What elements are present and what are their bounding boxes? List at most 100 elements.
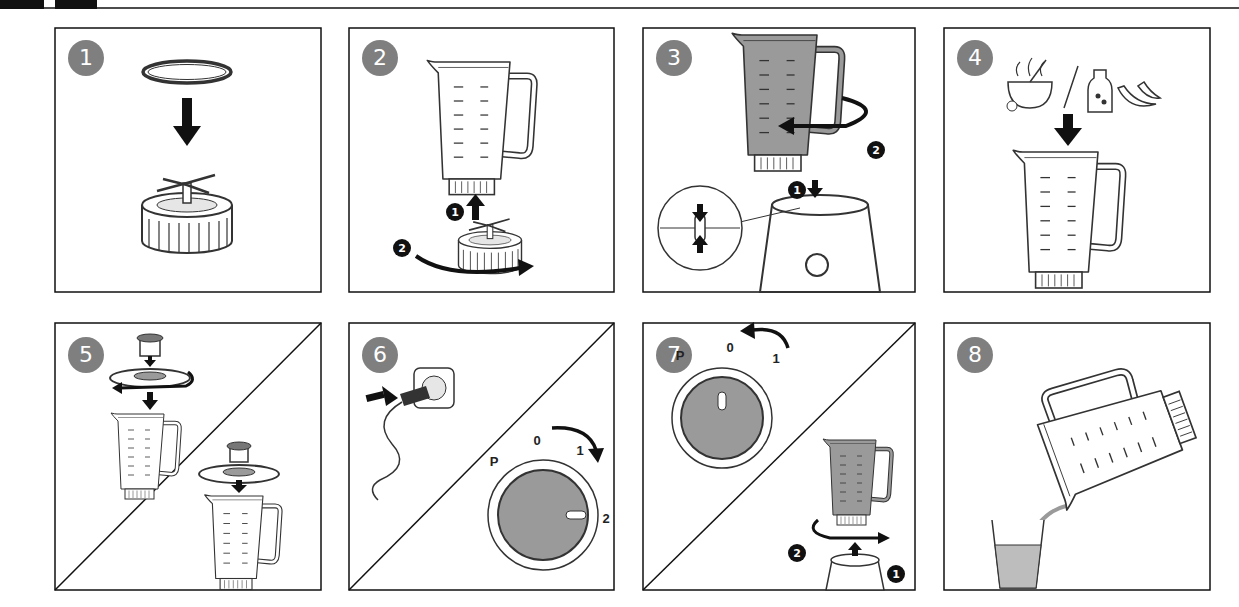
lid-fitting-part xyxy=(137,334,163,342)
pouring-part xyxy=(992,520,1044,588)
gasket-and-blade xyxy=(142,61,232,253)
lid-fitting-part xyxy=(142,400,158,410)
number-text: 8 xyxy=(968,344,982,366)
ingredients-into-jug-part xyxy=(1064,66,1078,108)
pouring-part xyxy=(1027,351,1204,511)
step-number: 5 xyxy=(68,337,104,373)
step-number: 7 xyxy=(656,337,692,373)
plug-and-dial-part xyxy=(552,428,596,450)
panel-frames-part xyxy=(643,323,915,590)
gasket-and-blade-part xyxy=(142,175,232,253)
panel-frames-part xyxy=(349,323,614,590)
number-text: 1 xyxy=(892,569,900,580)
dial-label: P xyxy=(676,349,685,362)
jug-blade-assembly-part xyxy=(518,259,534,276)
lid-fitting xyxy=(110,334,280,590)
plug-and-dial-part xyxy=(400,386,430,406)
jug-on-motor-base-part xyxy=(692,212,708,222)
panel-frames-part xyxy=(55,28,321,292)
plug-and-dial-part xyxy=(372,402,402,500)
number-text: 1 xyxy=(79,47,93,69)
panel-frames xyxy=(55,28,1210,590)
dial-label: 1 xyxy=(576,444,583,457)
dial-off-and-remove-jug-part xyxy=(718,392,726,410)
lid-fitting-part xyxy=(227,442,251,450)
ingredients-into-jug-part xyxy=(1088,70,1112,112)
number-text: 5 xyxy=(79,344,93,366)
jug-blade-assembly xyxy=(416,60,534,276)
dial-label: P xyxy=(490,455,499,468)
dial-label: 1 xyxy=(772,352,779,365)
ingredients-into-jug-part xyxy=(1138,82,1160,98)
ingredients-into-jug xyxy=(1007,58,1160,288)
panel-frames-part xyxy=(349,323,614,590)
callout-number: 1 xyxy=(446,203,464,221)
jug-on-motor-base-part xyxy=(806,254,828,276)
dial-label: 0 xyxy=(533,434,540,447)
ingredients-into-jug-part xyxy=(1013,150,1123,288)
lid-fitting-part xyxy=(144,360,156,367)
step-number: 2 xyxy=(362,40,398,76)
jug-blade-assembly-part xyxy=(427,60,534,194)
lid-fitting-part xyxy=(231,485,247,493)
jug-on-motor-base-part xyxy=(772,195,868,215)
plug-and-dial-part xyxy=(366,391,385,402)
jug-on-motor-base-part xyxy=(792,98,866,126)
panel-frames-part xyxy=(643,323,915,590)
lid-fitting-part xyxy=(223,468,255,476)
panel-frames-part xyxy=(55,323,321,590)
jug-on-motor-base-part xyxy=(740,208,800,222)
ingredients-into-jug-part xyxy=(1063,114,1073,130)
plug-and-dial-part xyxy=(588,448,604,463)
ingredients-into-jug-part xyxy=(1007,101,1017,111)
panel-frames-part xyxy=(944,323,1210,590)
lid-fitting-part xyxy=(111,413,180,499)
plug-and-dial xyxy=(366,368,604,570)
lid-fitting-part xyxy=(134,372,166,380)
step-number: 3 xyxy=(656,40,692,76)
dial-label: 0 xyxy=(726,341,733,354)
number-text: 1 xyxy=(451,207,459,218)
dial-off-and-remove-jug-part xyxy=(848,542,862,550)
jug-on-motor-base-part xyxy=(760,205,880,292)
step-number: 1 xyxy=(68,40,104,76)
plug-and-dial-part xyxy=(488,460,598,570)
top-bar-part xyxy=(0,7,1239,9)
step-number: 4 xyxy=(957,40,993,76)
callout-number: 2 xyxy=(788,544,806,562)
jug-on-motor-base-part xyxy=(807,188,823,198)
dial-off-and-remove-jug-part xyxy=(681,377,763,459)
ingredients-into-jug-part xyxy=(1102,100,1107,105)
step-number: 6 xyxy=(362,337,398,373)
dial-off-and-remove-jug-part xyxy=(878,532,890,544)
plug-and-dial-part xyxy=(566,511,586,519)
number-text: 2 xyxy=(373,47,387,69)
jug-blade-assembly-part xyxy=(416,256,520,272)
jug-on-motor-base-part xyxy=(658,186,742,270)
jug-blade-assembly-part xyxy=(459,219,522,274)
gasket-and-blade-part xyxy=(148,65,226,80)
jug-on-motor-base xyxy=(658,33,880,292)
jug-blade-assembly-part xyxy=(472,204,479,220)
jug-blade-assembly-part xyxy=(466,194,485,206)
ingredients-into-jug-part xyxy=(1096,94,1101,99)
dial-off-and-remove-jug-part xyxy=(823,439,892,525)
number-text: 6 xyxy=(373,344,387,366)
number-text: 2 xyxy=(872,145,880,156)
dial-off-and-remove-jug-part xyxy=(752,329,788,348)
dial-off-and-remove-jug-part xyxy=(740,322,755,339)
step-number: 8 xyxy=(957,337,993,373)
number-text: 4 xyxy=(968,47,982,69)
callout-number: 1 xyxy=(887,565,905,583)
number-text: 3 xyxy=(667,47,681,69)
pouring-part xyxy=(995,545,1041,588)
callout-number: 2 xyxy=(393,239,411,257)
jug-on-motor-base-part xyxy=(778,117,794,135)
panel-frames-part xyxy=(349,28,614,292)
panel-frames-part xyxy=(643,28,915,292)
ingredients-into-jug-part xyxy=(1030,60,1046,82)
jug-on-motor-base-part xyxy=(732,33,842,171)
jug-on-motor-base-part xyxy=(692,235,708,245)
panel-frames-part xyxy=(944,28,1210,292)
